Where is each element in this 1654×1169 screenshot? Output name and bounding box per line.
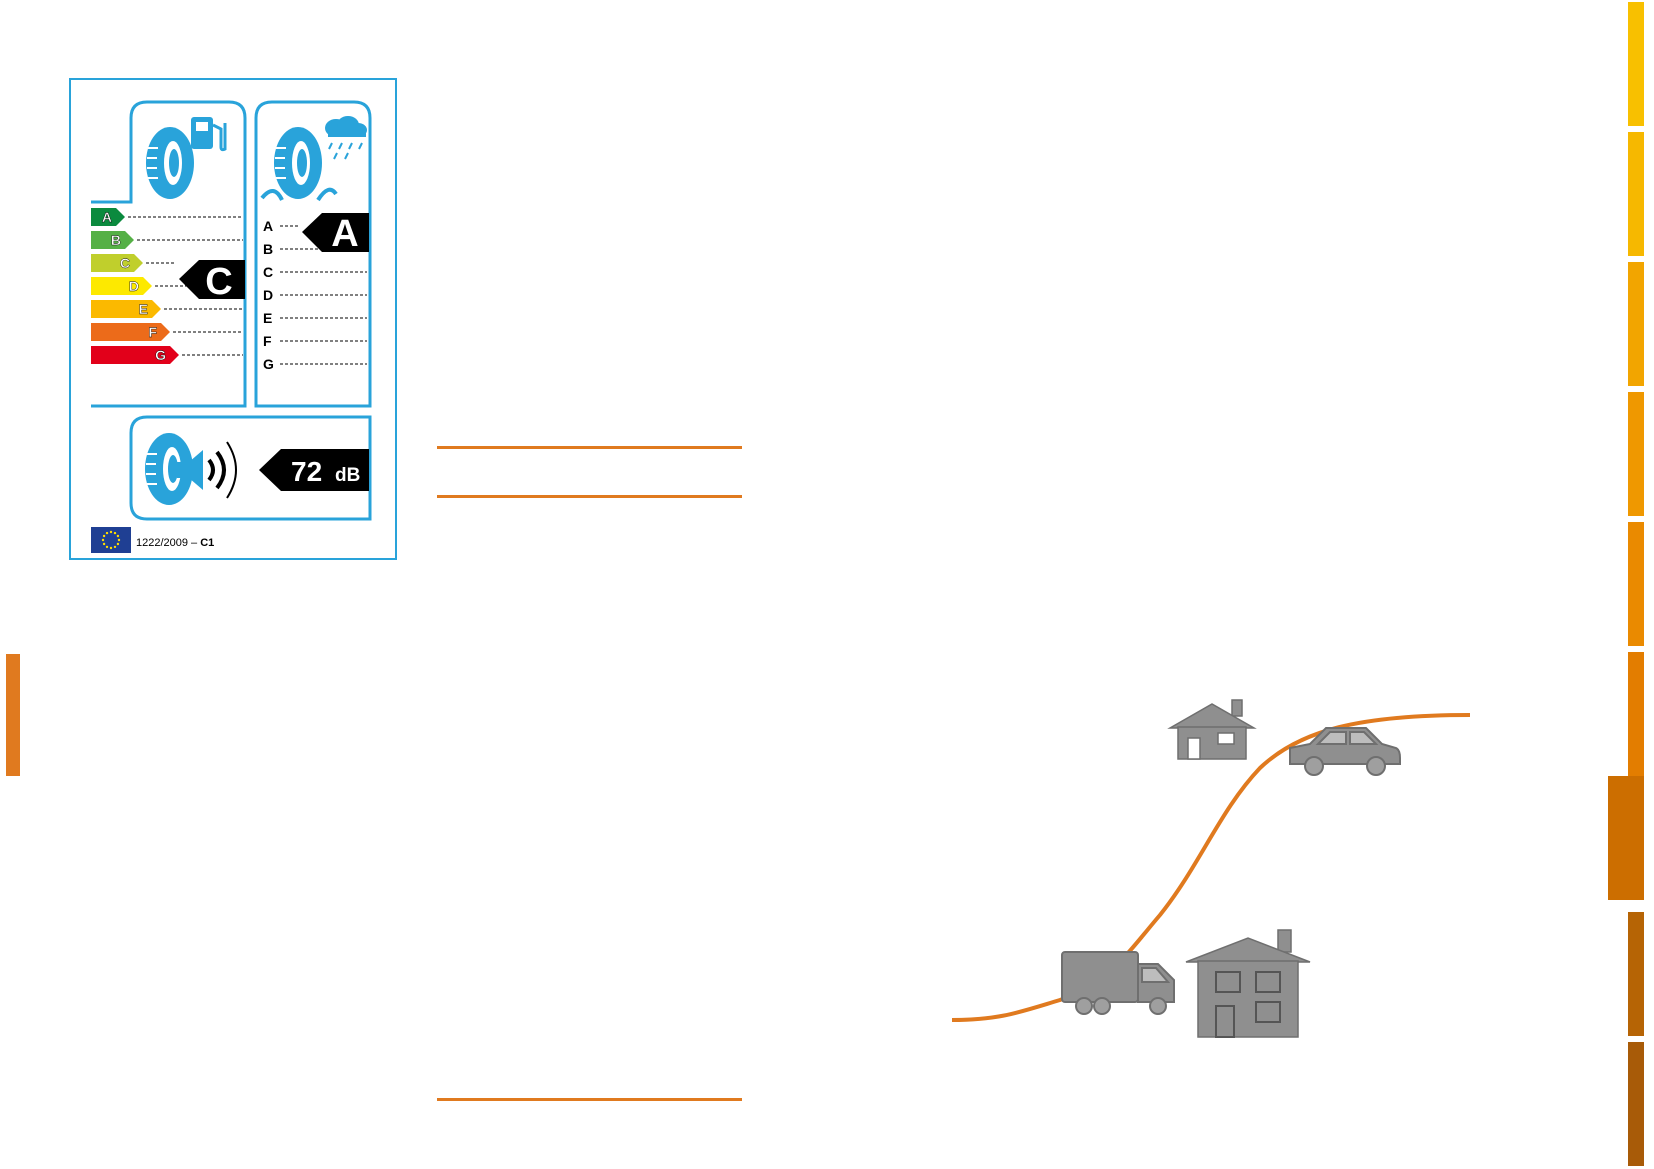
wet-grade-letter: A (263, 218, 273, 234)
fuel-panel-outline (91, 100, 247, 408)
wet-panel-outline (254, 100, 372, 408)
regulation-text: 1222/2009 – C1 (136, 537, 214, 549)
divider-rule (437, 1098, 742, 1101)
fuel-pump-icon (191, 117, 227, 152)
chapter-tab[interactable] (1628, 912, 1644, 1036)
eu-star (101, 538, 105, 542)
wet-grade-row: E (263, 310, 367, 326)
house-icon (1167, 699, 1257, 760)
tyre-icon (260, 127, 338, 202)
divider-rule (437, 495, 742, 498)
chapter-tab[interactable] (1628, 522, 1644, 646)
fuel-grade-bar: F (91, 323, 243, 341)
eu-star (105, 545, 109, 549)
margin-marker (6, 654, 20, 776)
wet-rating-arrow: A (302, 213, 369, 255)
eu-star (117, 538, 121, 542)
wet-grade-row: F (263, 333, 367, 349)
fuel-grade-bar: D (91, 277, 243, 295)
eu-star (113, 545, 117, 549)
wet-grade-row: C (263, 264, 367, 280)
fuel-grade-letter: G (155, 347, 166, 363)
fuel-grade-letter: F (148, 324, 157, 340)
car-icon (1289, 727, 1401, 776)
wet-grade-letter: B (263, 241, 273, 257)
chapter-tab[interactable] (1628, 2, 1644, 126)
eu-star (116, 542, 120, 546)
wet-grade-row: A (263, 218, 298, 234)
wet-grade-letter: D (263, 287, 273, 303)
chapter-tab[interactable] (1628, 1042, 1644, 1166)
fuel-grade-bar: E (91, 300, 243, 318)
eu-flag-icon (91, 527, 131, 553)
fuel-grade-bar: C (91, 254, 175, 272)
fuel-grade-letter: D (129, 278, 139, 294)
eu-star (109, 530, 113, 534)
tyre-icon (145, 433, 193, 505)
speaker-icon (177, 441, 237, 499)
fuel-grade-letter: A (102, 209, 112, 225)
eu-star (102, 534, 106, 538)
chapter-tab[interactable] (1628, 392, 1644, 516)
fuel-grade-letter: B (111, 232, 121, 248)
fuel-grade-bar: G (91, 346, 243, 364)
wet-grade-row: G (263, 356, 367, 372)
wet-rating-letter: A (331, 213, 358, 255)
divider-rule (437, 446, 742, 449)
truck-icon (1061, 951, 1175, 1015)
noise-value: 72 (291, 456, 322, 487)
wet-grade-row: D (263, 287, 367, 303)
chapter-tab[interactable] (1628, 652, 1644, 776)
fuel-grade-bar: A (91, 208, 243, 226)
eu-star (116, 534, 120, 538)
rain-cloud-icon (325, 116, 367, 160)
tyre-icon (146, 127, 194, 199)
wet-grade-letter: E (263, 310, 272, 326)
chapter-tab[interactable] (1608, 776, 1644, 900)
fuel-grade-letter: E (139, 301, 148, 317)
fuel-rating-letter: C (205, 261, 232, 303)
eu-star (105, 531, 109, 535)
eu-star (109, 546, 113, 550)
eu-star (102, 542, 106, 546)
wet-grade-letter: F (263, 333, 272, 349)
eu-star (113, 531, 117, 535)
fuel-grade-bar: B (91, 231, 243, 249)
fuel-rating-arrow: C (179, 260, 245, 303)
house-icon (1185, 929, 1311, 1038)
fuel-grade-letter: C (120, 255, 130, 271)
noise-rating-arrow: 72 dB (259, 449, 369, 491)
noise-unit: dB (335, 465, 360, 486)
noise-panel-outline (129, 415, 372, 521)
chapter-tab[interactable] (1628, 262, 1644, 386)
noise-illustration (951, 699, 1471, 1038)
wet-grade-letter: G (263, 356, 274, 372)
chapter-tab[interactable] (1628, 132, 1644, 256)
wet-grade-letter: C (263, 264, 273, 280)
